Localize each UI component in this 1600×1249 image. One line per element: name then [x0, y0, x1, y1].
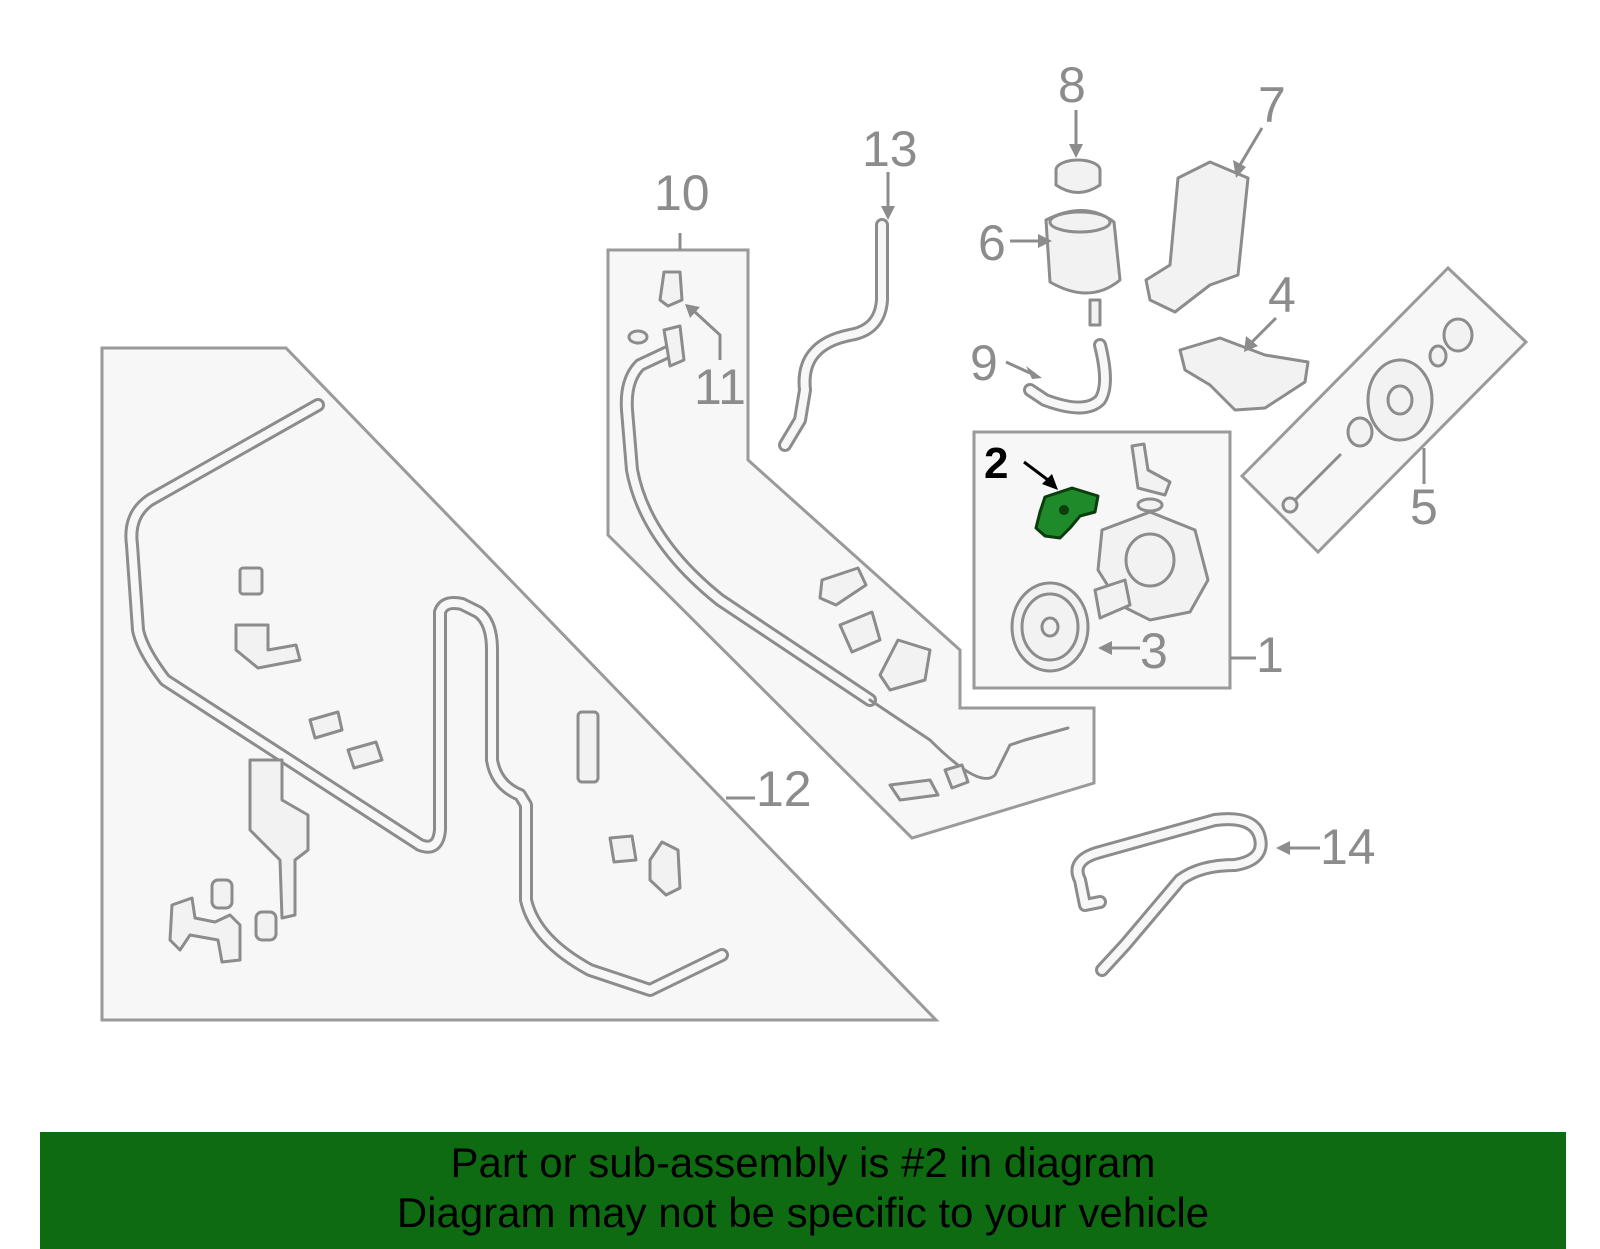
callout-4: 4 — [1268, 267, 1296, 323]
part-6-reservoir — [1044, 209, 1122, 327]
part-4-bracket — [1178, 336, 1310, 412]
part-7-bracket — [1144, 160, 1250, 314]
info-banner: Part or sub-assembly is #2 in diagram Di… — [40, 1132, 1566, 1249]
leader-lines — [678, 110, 1426, 855]
panel-1 — [972, 430, 1232, 690]
callout-9: 9 — [970, 335, 998, 391]
part-9-hose — [1023, 338, 1112, 415]
callout-1: 1 — [1256, 627, 1284, 683]
panel-5 — [1239, 265, 1529, 555]
callout-2: 2 — [984, 439, 1008, 488]
banner-line-1: Part or sub-assembly is #2 in diagram — [450, 1139, 1156, 1186]
panel-12 — [100, 346, 940, 1022]
part-14-hose — [1070, 812, 1268, 977]
callout-12: 12 — [756, 761, 812, 817]
callout-3: 3 — [1140, 623, 1168, 679]
banner-line-2: Diagram may not be specific to your vehi… — [396, 1189, 1210, 1236]
callout-10: 10 — [654, 165, 710, 221]
callout-6: 6 — [978, 215, 1006, 271]
callout-7: 7 — [1258, 77, 1286, 133]
callout-14: 14 — [1320, 819, 1376, 875]
part-13-hose — [778, 218, 889, 452]
callout-13: 13 — [862, 121, 918, 177]
part-8-cap — [1054, 158, 1102, 194]
panel-10 — [606, 248, 1096, 840]
highlighted-part-2[interactable] — [1034, 486, 1100, 540]
callout-5: 5 — [1410, 479, 1438, 535]
callout-8: 8 — [1058, 57, 1086, 113]
callout-11: 11 — [694, 359, 746, 415]
callout-labels: 8 7 6 4 9 13 10 11 2 5 3 1 12 14 — [654, 57, 1438, 875]
